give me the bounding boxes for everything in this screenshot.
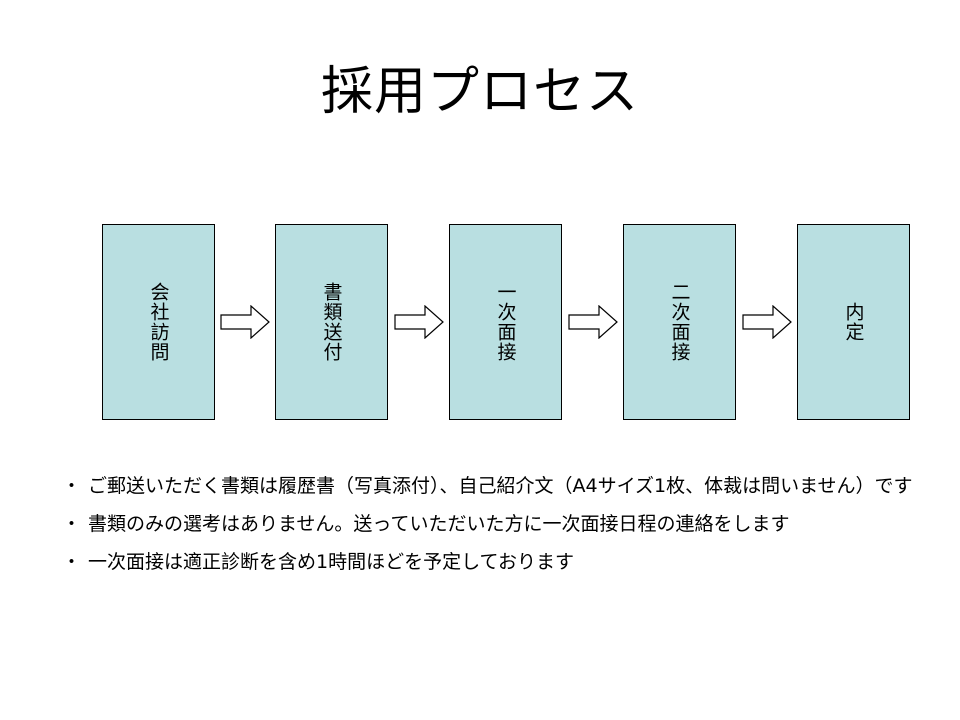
step-box-second-interview: 二次面接 xyxy=(623,224,736,420)
notes-list: ・ ご郵送いただく書類は履歴書（写真添付）、自己紹介文（A4サイズ1枚、体裁は問… xyxy=(62,472,942,586)
list-item: ・ 書類のみの選考はありません。送っていただいた方に一次面接日程の連絡をします xyxy=(62,510,942,538)
step-label: 二次面接 xyxy=(668,282,691,362)
step-label: 内定 xyxy=(842,302,865,342)
page-title: 採用プロセス xyxy=(320,62,639,122)
right-arrow-icon xyxy=(220,305,270,339)
right-arrow-icon xyxy=(394,305,444,339)
bullet-mark: ・ xyxy=(62,513,82,535)
note-text: 一次面接は適正診断を含め1時間ほどを予定しております xyxy=(88,551,574,573)
right-arrow-icon xyxy=(568,305,618,339)
step-box-first-interview: 一次面接 xyxy=(449,224,562,420)
step-label: 会社訪問 xyxy=(147,282,170,362)
list-item: ・ ご郵送いただく書類は履歴書（写真添付）、自己紹介文（A4サイズ1枚、体裁は問… xyxy=(62,472,942,500)
list-item: ・ 一次面接は適正診断を含め1時間ほどを予定しております xyxy=(62,548,942,576)
note-text: ご郵送いただく書類は履歴書（写真添付）、自己紹介文（A4サイズ1枚、体裁は問いま… xyxy=(88,475,913,497)
step-label: 一次面接 xyxy=(494,282,517,362)
note-text: 書類のみの選考はありません。送っていただいた方に一次面接日程の連絡をします xyxy=(88,513,790,535)
bullet-mark: ・ xyxy=(62,551,82,573)
step-label: 書類送付 xyxy=(320,282,343,362)
step-box-document-submission: 書類送付 xyxy=(275,224,388,420)
step-box-job-offer: 内定 xyxy=(797,224,910,420)
step-box-company-visit: 会社訪問 xyxy=(102,224,215,420)
bullet-mark: ・ xyxy=(62,475,82,497)
right-arrow-icon xyxy=(742,305,792,339)
